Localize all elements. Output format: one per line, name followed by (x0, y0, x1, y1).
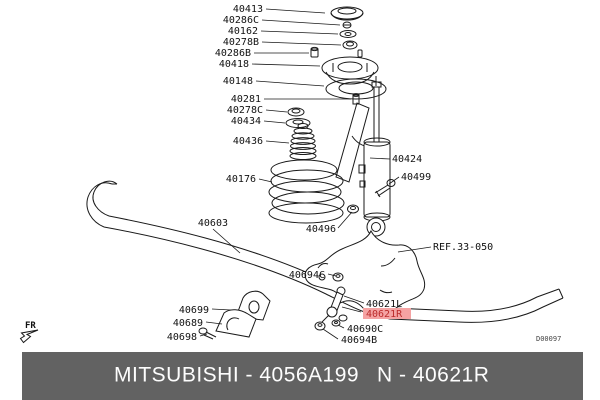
part-label-40436: 40436 (233, 136, 263, 147)
bolt-drawing (374, 179, 396, 198)
part-label-40621l: 40621L (366, 299, 402, 310)
part-label-40699: 40699 (179, 305, 209, 316)
drawing-code: D00097 (536, 335, 561, 343)
part-label-40413: 40413 (233, 4, 263, 15)
part-label-40694c: 40694C (289, 270, 325, 281)
part-label-40694b: 40694B (341, 335, 377, 346)
part-label-40690c: 40690C (347, 324, 383, 335)
caption-brand-part-number: MITSUBISHI - 4056A199 (114, 363, 360, 387)
part-label-40418: 40418 (219, 59, 249, 70)
exploded-diagram: 40413 40286C 40162 40278B 40286B 40418 4… (19, 4, 564, 346)
part-label-40499: 40499 (401, 172, 431, 183)
part-label-40698: 40698 (167, 332, 197, 343)
diagram-artwork (19, 6, 564, 344)
strut-mount-hardware-drawing (285, 6, 387, 160)
highlight-background (363, 308, 411, 319)
fr-direction-label: FR (25, 321, 36, 331)
part-label-40689: 40689 (173, 318, 203, 329)
caption-bar: MITSUBISHI - 4056A199 N - 40621R (22, 352, 583, 400)
part-label-40286c: 40286C (223, 15, 259, 26)
stabilizer-link-drawing (314, 286, 348, 331)
part-label-40278c: 40278C (227, 105, 263, 116)
part-label-40148: 40148 (223, 76, 253, 87)
part-label-40162: 40162 (228, 26, 258, 37)
bar-bushing-drawing (332, 272, 344, 282)
part-label-40176: 40176 (226, 174, 256, 185)
part-label-40621r-highlighted[interactable]: 40621R (363, 308, 411, 320)
shock-absorber-drawing (351, 76, 391, 237)
caption-reference-number: N - 40621R (377, 363, 490, 387)
clamp-and-bushing-drawing (198, 290, 271, 340)
part-label-40424: 40424 (392, 154, 422, 165)
coil-spring-drawing (268, 159, 345, 224)
ref-label: REF.33-050 (433, 242, 493, 253)
part-label-40281: 40281 (231, 94, 261, 105)
fr-direction-arrow-icon (19, 329, 39, 344)
part-label-40278b: 40278B (223, 37, 259, 48)
part-label-40496: 40496 (306, 224, 336, 235)
part-label-40621r: 40621R (366, 309, 403, 320)
part-labels: 40413 40286C 40162 40278B 40286B 40418 4… (25, 4, 561, 346)
part-label-40603: 40603 (198, 218, 228, 229)
leader-lines (199, 8, 432, 340)
part-label-40286b: 40286B (215, 48, 251, 59)
part-label-40434: 40434 (231, 116, 261, 127)
strut-plate-drawing (335, 102, 370, 183)
knuckle-drawing (304, 229, 426, 315)
nut-drawing (347, 204, 359, 214)
